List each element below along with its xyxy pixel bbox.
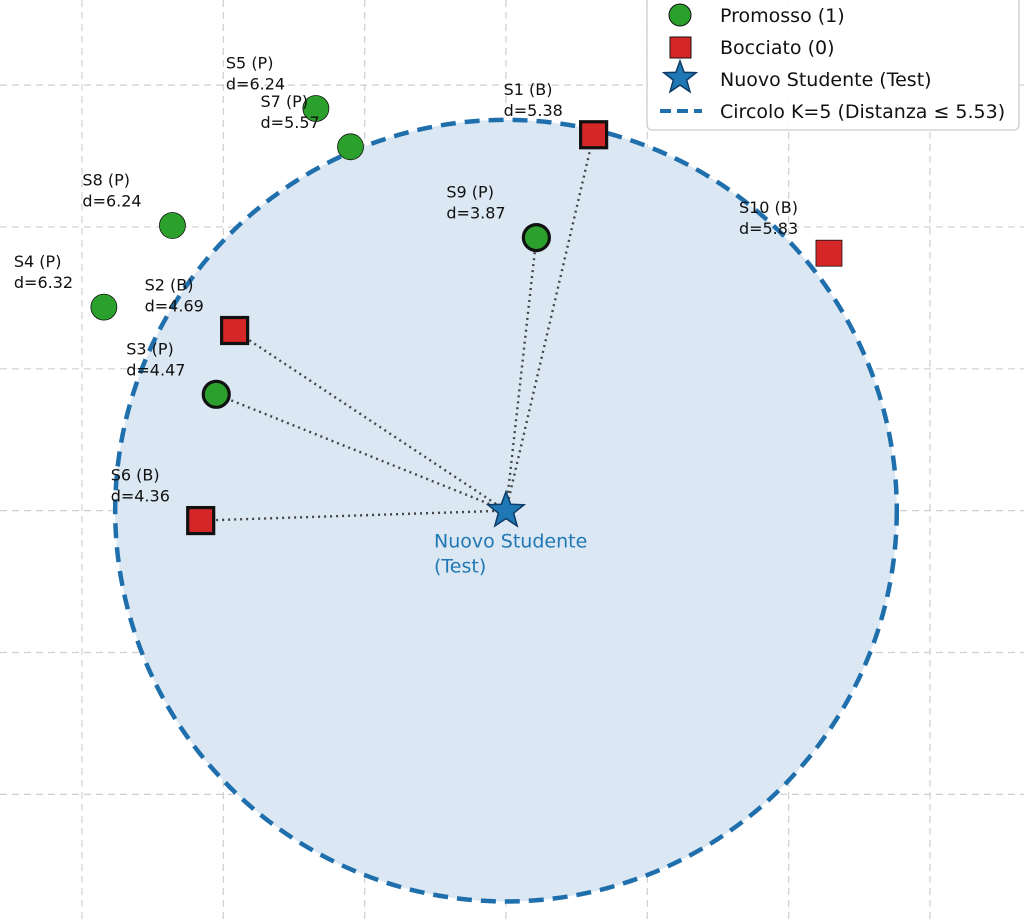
label-s1: S1 (B): [504, 80, 553, 99]
point-s10: [815, 239, 843, 267]
dist-s8: d=6.24: [82, 192, 141, 211]
neighbor-line-s9: [504, 237, 538, 511]
label-s8: S8 (P): [82, 171, 130, 190]
point-s8: [159, 212, 186, 239]
legend-box: [646, 0, 1020, 131]
label-s10: S10 (B): [739, 198, 798, 217]
dist-s1: d=5.38: [504, 101, 563, 120]
neighbor-lines: [200, 134, 595, 522]
test-point-group: Nuovo Studente (Test): [434, 489, 587, 578]
neighbor-line-s1: [504, 134, 595, 511]
legend-test-label: Nuovo Studente (Test): [720, 69, 932, 91]
legend-bocciato-label: Bocciato (0): [720, 37, 835, 59]
point-s6: [186, 505, 216, 536]
label-s4: S4 (P): [14, 252, 62, 271]
point-s3: [201, 379, 231, 409]
legend-bocciato-marker: [669, 36, 692, 59]
label-s5: S5 (P): [226, 54, 274, 73]
dist-s5: d=6.24: [226, 75, 285, 94]
dist-s4: d=6.32: [14, 273, 73, 292]
student-points: [90, 95, 843, 536]
label-s6: S6 (B): [111, 466, 160, 485]
label-s2: S2 (B): [145, 276, 194, 295]
test-student-star-marker: [485, 489, 527, 528]
point-s1: [579, 120, 609, 150]
student-labels: S1 (B) d=5.38 S2 (B) d=4.69 S3 (P) d=4.47 S4 (…: [14, 54, 798, 506]
dist-s3: d=4.47: [126, 360, 185, 379]
neighbor-line-s3: [215, 393, 507, 512]
point-s4: [90, 293, 118, 321]
dist-s7: d=5.57: [261, 113, 320, 132]
point-s2: [220, 315, 250, 346]
dist-s10: d=5.83: [739, 219, 798, 238]
test-student-label-line2: (Test): [434, 556, 486, 578]
dist-s2: d=4.69: [145, 297, 204, 316]
label-s9: S9 (P): [446, 183, 494, 202]
test-student-label: Nuovo Studente: [434, 531, 587, 553]
legend-test-star-marker: [661, 58, 699, 94]
legend-promosso-label: Promosso (1): [720, 5, 845, 27]
legend-circle-label: Circolo K=5 (Distanza ≤ 5.53): [720, 101, 1005, 123]
dist-s6: d=4.36: [111, 487, 170, 506]
point-s9: [521, 222, 551, 253]
legend: Promosso (1) Bocciato (0) Nuovo Studente…: [646, 0, 1020, 131]
dist-s9: d=3.87: [446, 204, 505, 223]
label-s3: S3 (P): [126, 339, 174, 358]
legend-promosso-marker: [668, 3, 692, 27]
neighbor-line-s2: [233, 329, 507, 512]
label-s7: S7 (P): [261, 92, 309, 111]
point-s7: [337, 133, 364, 161]
point-s5: [302, 95, 330, 122]
